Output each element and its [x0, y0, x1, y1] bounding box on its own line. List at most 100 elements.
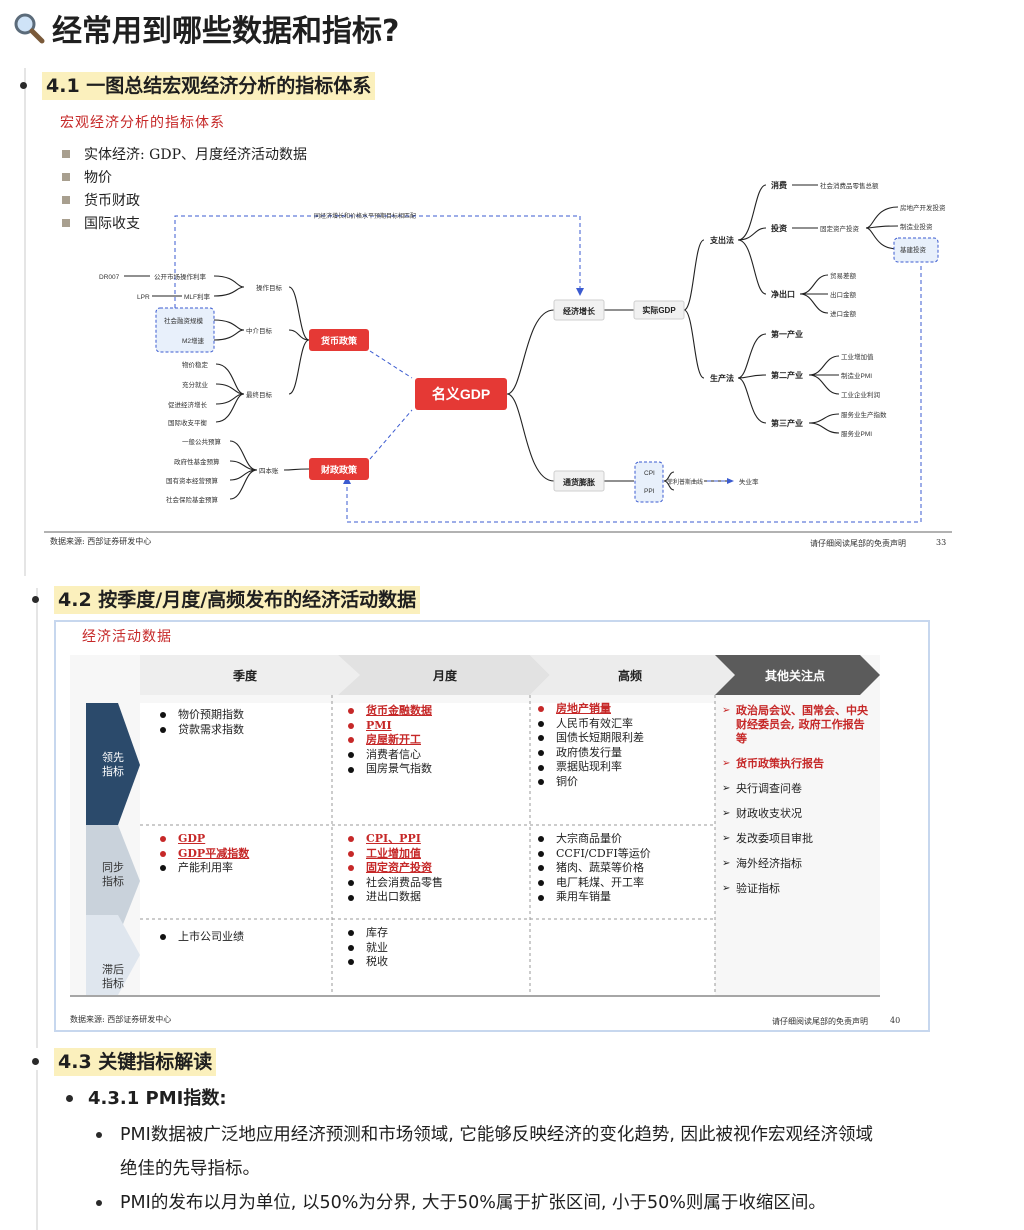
bullet-dot [538, 779, 544, 786]
list-bullet [32, 1058, 39, 1065]
svg-text:失业率: 失业率 [739, 477, 759, 486]
column-header: 月度 [432, 668, 457, 683]
column-header: 其他关注点 [764, 668, 825, 683]
list-item: 实体经济: GDP、月度经济活动数据 [62, 144, 307, 164]
list-item: GDP [160, 832, 249, 847]
bullet-dot [160, 865, 166, 872]
svg-text:菲利普斯曲线: 菲利普斯曲线 [667, 478, 703, 486]
list-item: CPI、PPI [348, 832, 443, 847]
svg-text:中介目标: 中介目标 [246, 326, 273, 335]
cell-leading-highfreq: 房地产销量人民币有效汇率国债长短期限利差政府债发行量票据贴现利率铜价 [538, 702, 644, 790]
bullet-dot [538, 735, 544, 742]
nominal-gdp-node: 名义GDP [432, 386, 490, 402]
list-item: 进出口数据 [348, 890, 443, 905]
bullet-dot [160, 934, 166, 941]
list-item: 人民币有效汇率 [538, 717, 644, 732]
svg-text:LPR: LPR [137, 294, 150, 301]
list-item: 货币财政 [62, 190, 140, 210]
list-bullet [66, 1095, 73, 1102]
arrow-bullet-icon: ➢ [722, 833, 731, 844]
bullet-dot [348, 930, 354, 937]
bullet-dot [538, 836, 544, 843]
bullet-dot [538, 894, 544, 901]
bullet-dot [348, 944, 354, 951]
list-bullet [96, 1132, 102, 1138]
arrow-bullet-icon: ➢ [722, 705, 731, 716]
svg-text:第三产业: 第三产业 [771, 418, 803, 428]
list-bullet [96, 1200, 102, 1206]
list-item: 国际收支 [62, 213, 140, 233]
magnifier-icon [14, 13, 45, 44]
list-item: 铜价 [538, 775, 644, 790]
cell-lagging-monthly: 库存就业税收 [348, 926, 388, 970]
list-item: 电厂耗煤、开工率 [538, 876, 651, 891]
bullet-dot [348, 865, 354, 872]
svg-text:经济增长: 经济增长 [563, 306, 596, 316]
bullet-dot [348, 737, 354, 744]
section-heading-4-2: 4.2 按季度/月度/高频发布的经济活动数据 [54, 586, 421, 614]
bullet-dot [348, 850, 354, 857]
list-item: 猪肉、蔬菜等价格 [538, 861, 651, 876]
bullet-dot [538, 850, 544, 857]
list-item: 工业增加值 [348, 847, 443, 862]
svg-text:最终目标: 最终目标 [246, 390, 273, 399]
bullet-dot [160, 850, 166, 857]
svg-text:进口金额: 进口金额 [830, 309, 857, 318]
svg-text:贸易差额: 贸易差额 [830, 271, 857, 280]
svg-text:M2增速: M2增速 [182, 336, 205, 345]
list-item: 贷款需求指数 [160, 723, 244, 738]
list-item: 就业 [348, 941, 388, 956]
page-number: 33 [936, 538, 947, 547]
svg-text:出口金额: 出口金额 [830, 290, 857, 299]
list-item: 票据贴现利率 [538, 760, 644, 775]
bullet-dot [348, 766, 354, 773]
svg-text:社会保险基金预算: 社会保险基金预算 [166, 495, 219, 504]
svg-text:CPI: CPI [644, 470, 655, 477]
arrow-bullet-icon: ➢ [722, 883, 731, 894]
figure-source: 数据来源: 西部证券研发中心 [50, 537, 152, 546]
outline-guide [36, 1070, 38, 1230]
arrow-bullet-icon: ➢ [722, 783, 731, 794]
disclaimer-note: 请仔细阅读尾部的免责声明 [810, 539, 906, 548]
list-item: 货币金融数据 [348, 704, 432, 719]
bullet-dot [160, 836, 166, 843]
page-title: 经常用到哪些数据和指标? [52, 14, 400, 49]
svg-text:第一产业: 第一产业 [771, 329, 803, 339]
list-item: GDP平减指数 [160, 847, 249, 862]
mindmap-diagram: 货币政策 财政政策 名义GDP 经济增长 实际GDP 通货膨胀 支出法 生产法 … [44, 180, 952, 533]
list-item: 房屋新开工 [348, 733, 432, 748]
svg-text:工业增加值: 工业增加值 [841, 352, 874, 361]
bullet-dot [160, 712, 166, 719]
page-number: 40 [890, 1016, 901, 1025]
list-item: ➢验证指标 [722, 882, 780, 895]
row-label-coincident: 同步 指标 [102, 861, 124, 888]
list-item: 物价预期指数 [160, 708, 244, 723]
bullet-dot [160, 726, 166, 733]
list-item: ➢政治局会议、国常会、中央财经委员会, 政府工作报告等 [722, 704, 868, 745]
bullet-dot [348, 894, 354, 901]
list-item: ➢央行调查问卷 [722, 782, 802, 795]
section-heading-4-3: 4.3 关键指标解读 [54, 1048, 217, 1076]
list-item: ➢货币政策执行报告 [722, 757, 824, 770]
svg-text:基建投资: 基建投资 [900, 245, 927, 254]
paragraph-pmi-1b: 绝佳的先导指标。 [120, 1159, 260, 1179]
list-bullet [20, 82, 27, 89]
svg-text:制造业PMI: 制造业PMI [841, 371, 872, 380]
section-heading-4-1: 4.1 一图总结宏观经济分析的指标体系 [42, 72, 376, 100]
svg-text:房地产开发投资: 房地产开发投资 [900, 203, 946, 212]
list-item: 固定资产投资 [348, 861, 443, 876]
list-item: 产能利用率 [160, 861, 249, 876]
bullet-dot [348, 708, 354, 715]
svg-text:固定资产投资: 固定资产投资 [820, 224, 860, 233]
svg-text:一般公共预算: 一般公共预算 [182, 437, 222, 446]
list-item: 库存 [348, 926, 388, 941]
svg-text:政府性基金预算: 政府性基金预算 [174, 457, 220, 466]
list-item: CCFI/CDFI等运价 [538, 847, 651, 862]
cell-leading-quarterly: 物价预期指数贷款需求指数 [160, 708, 244, 737]
svg-text:制造业投资: 制造业投资 [900, 222, 933, 231]
svg-text:同经济增长和价格水平预期目标相匹配: 同经济增长和价格水平预期目标相匹配 [314, 212, 416, 220]
list-item: 国债长短期限利差 [538, 731, 644, 746]
paragraph-pmi-1a: PMI数据被广泛地应用经济预测和市场领域, 它能够反映经济的变化趋势, 因此被视… [120, 1125, 874, 1145]
